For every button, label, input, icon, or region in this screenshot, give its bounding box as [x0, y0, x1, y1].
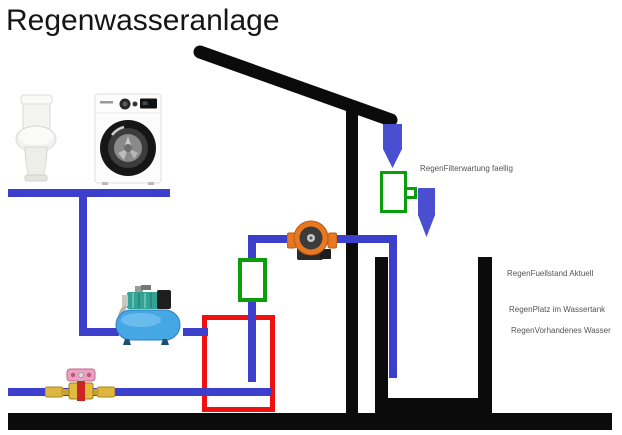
rain-filter-box: [380, 171, 407, 213]
pipe-appliance-header: [8, 189, 170, 197]
alarm-frame: [202, 315, 275, 412]
pipe-bottom-supply: [8, 388, 272, 396]
pipe-sensor-top: [248, 235, 256, 265]
flow-sensor-box: [238, 258, 267, 302]
roof-line: [193, 45, 398, 127]
water-tank-left-wall: [375, 257, 388, 413]
pipe-left-riser: [79, 189, 87, 336]
ground-floor: [8, 413, 612, 430]
pipe-to-pressure-vessel: [79, 328, 119, 336]
circulation-pump-image: [287, 220, 337, 260]
available-water-label: RegenVorhandenes Wasser: [511, 326, 611, 335]
washing-machine-image: [94, 93, 162, 185]
pipe-sensor-bottom: [248, 295, 256, 382]
pressure-vessel-image: [115, 285, 181, 345]
fill-level-label: RegenFuellstand Aktuell: [507, 269, 594, 278]
page-title: Regenwasseranlage: [6, 4, 280, 37]
water-tank-bottom: [375, 398, 492, 413]
toilet-image: [15, 94, 57, 182]
filter-maintenance-label: RegenFilterwartung faellig: [420, 164, 513, 173]
pipe-tank-suction: [389, 235, 397, 378]
downpipe-arrow-icon: [383, 124, 402, 168]
filter-outflow-arrow-icon: [418, 188, 435, 237]
tank-space-label: RegenPlatz im Wassertank: [509, 305, 606, 314]
ball-valve-image: [45, 368, 115, 401]
pipe-from-pressure-vessel: [183, 328, 208, 336]
house-wall: [346, 108, 358, 430]
water-tank-right-wall: [478, 257, 492, 413]
